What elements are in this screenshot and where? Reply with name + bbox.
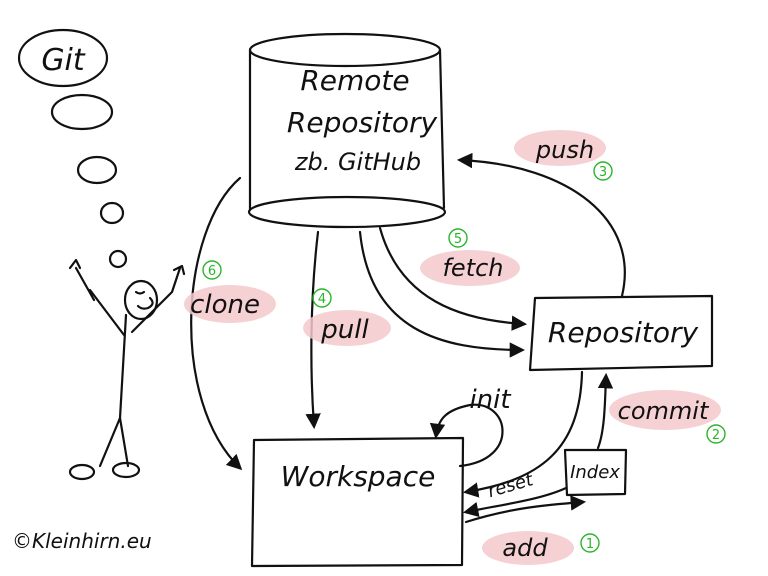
push-arrow [456,152,626,298]
push-step: 3 [599,165,607,180]
copyright-text: ©Kleinhirn.eu [12,529,152,553]
index-node: Index [563,448,628,497]
thought-bubble: Git [17,28,128,269]
add-step: 1 [586,537,594,552]
thought-bubble-cloud [50,93,114,131]
label-highlights [184,130,721,565]
repository-label: Repository [548,316,699,349]
commit-step: 2 [712,428,720,443]
pull-label: pull [320,315,369,345]
fetch-label: fetch [442,254,503,282]
fetch-step: 5 [454,232,462,247]
workspace-node: Workspace [250,436,465,568]
fetch-arrow [378,226,528,331]
clone-label: clone [190,290,260,320]
pull-to-repository-arrow [358,230,526,358]
edge-labels: push fetch pull clone commit add reset i… [190,136,710,562]
commit-label: commit [618,397,710,425]
thought-bubble-text: Git [41,43,86,78]
pull-step: 4 [318,292,326,307]
thought-bubble-cloud [76,155,118,185]
push-label: push [535,136,594,164]
init-arrow [429,403,504,468]
reset-label: reset [485,469,536,502]
index-label: Index [570,462,620,483]
commit-arrow [596,372,614,450]
stick-figure-icon [68,258,186,481]
init-label: init [469,385,511,415]
clone-step: 6 [208,264,216,279]
index-to-workspace-arrow [462,486,568,518]
remote-line1: Remote [300,64,409,97]
step-numbers: 3 5 4 6 2 1 [202,161,726,553]
remote-line2: Repository [287,106,438,139]
reset-arrow [462,370,584,498]
clone-arrow [190,176,243,471]
repository-node: Repository [528,294,714,372]
workspace-label: Workspace [281,460,436,493]
thought-bubble-cloud [99,201,125,225]
remote-line3: zb. GitHub [294,148,421,176]
remote-repository-node: Remote Repository zb. GitHub [247,32,447,229]
add-label: add [502,534,548,562]
thought-bubble-cloud [108,249,128,269]
add-arrow [464,495,587,524]
